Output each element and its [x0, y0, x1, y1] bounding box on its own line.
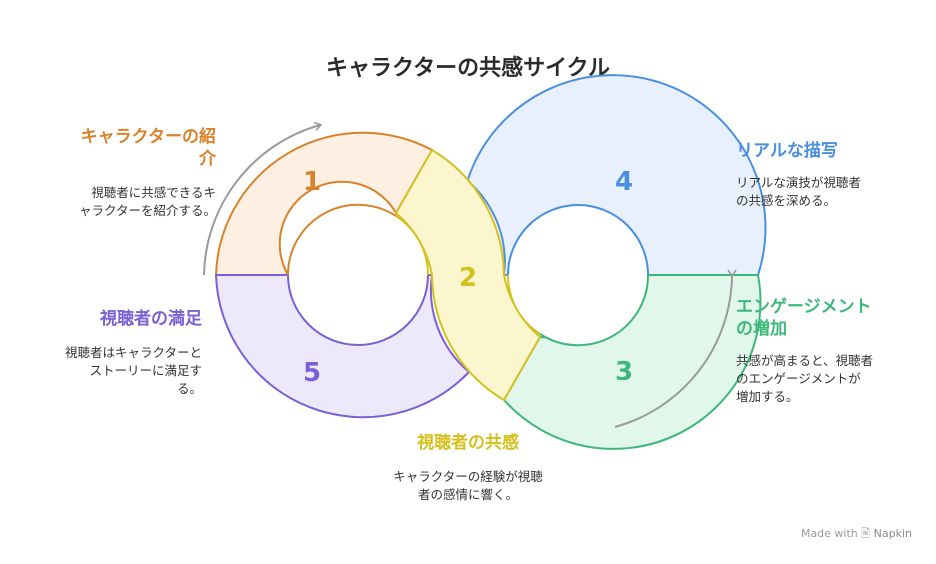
flow-arrow-left: [203, 121, 323, 276]
stage-2-description: キャラクターの経験が視聴 者の感情に響く。: [393, 469, 543, 502]
napkin-logo-icon: 🖹: [861, 527, 871, 540]
stage-4-block: リアルな描写 リアルな演技が視聴者 の共感を深める。: [736, 140, 926, 210]
stage-4-heading: リアルな描写: [736, 141, 838, 161]
segment-2-number: 2: [459, 263, 477, 293]
segment-2: [394, 148, 542, 402]
stage-2-heading: 視聴者の共感: [417, 433, 519, 453]
napkin-brand: Napkin: [873, 527, 912, 540]
stage-5-block: 視聴者の満足 視聴者はキャラクターと ストーリーに満足す る。: [20, 308, 202, 398]
left-ring-hole: [288, 205, 428, 345]
segment-5-number: 5: [303, 358, 321, 388]
stage-3-block: エンゲージメント の増加 共感が高まると、視聴者 のエンゲージメントが 増加する…: [736, 296, 926, 406]
stage-5-heading: 視聴者の満足: [100, 309, 202, 329]
stage-1-description: 視聴者に共感できるキ ャラクターを紹介する。: [78, 185, 216, 218]
stage-3-heading: エンゲージメント の増加: [736, 297, 872, 339]
stage-1-block: キャラクターの紹 介 視聴者に共感できるキ ャラクターを紹介する。: [20, 126, 216, 220]
segment-1-number: 1: [303, 167, 321, 197]
made-with-napkin[interactable]: Made with 🖹 Napkin: [801, 525, 912, 544]
diagram-title: キャラクターの共感サイクル: [325, 56, 611, 81]
flow-arrow-right: [614, 269, 737, 428]
segment-4-number: 4: [615, 167, 633, 197]
stage-3-description: 共感が高まると、視聴者 のエンゲージメントが 増加する。: [736, 353, 874, 404]
stage-5-description: 視聴者はキャラクターと ストーリーに満足す る。: [64, 345, 202, 396]
stage-2-block: 視聴者の共感 キャラクターの経験が視聴 者の感情に響く。: [348, 432, 588, 504]
stage-1-heading: キャラクターの紹 介: [80, 127, 216, 169]
stage-4-description: リアルな演技が視聴者 の共感を深める。: [736, 175, 861, 208]
right-ring-hole: [508, 205, 648, 345]
segment-3-number: 3: [615, 357, 633, 387]
made-with-text: Made with: [800, 527, 858, 540]
